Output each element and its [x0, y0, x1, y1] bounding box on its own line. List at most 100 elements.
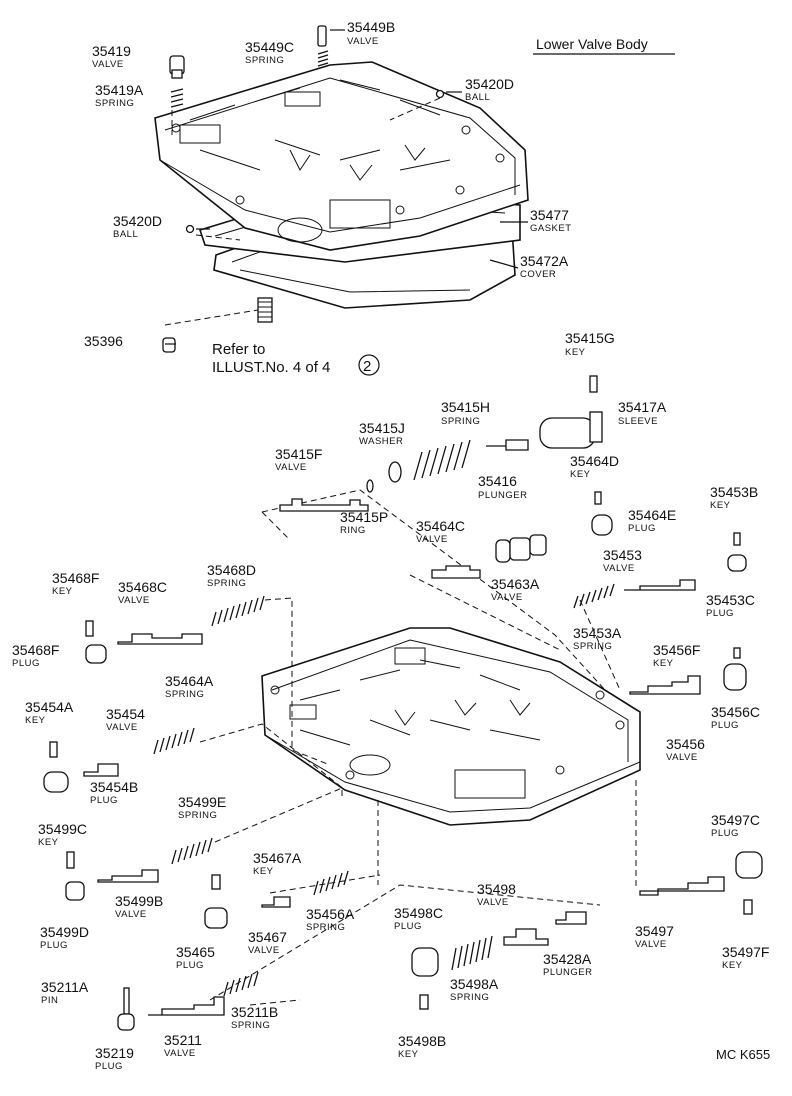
part-number: 35219	[95, 1045, 134, 1061]
part-number: 35498A	[450, 976, 499, 992]
part-name: KEY	[710, 500, 731, 511]
part-name: PLUG	[12, 658, 40, 669]
part-name: GASKET	[530, 223, 572, 234]
part-number: 35456A	[306, 906, 355, 922]
part-name: SPRING	[165, 689, 204, 700]
part-name: VALVE	[477, 897, 509, 908]
part-number: 35211A	[41, 979, 89, 995]
part-number: 35468F	[52, 570, 99, 586]
part-number: 35453C	[706, 592, 755, 608]
part-number: 35497C	[711, 812, 760, 828]
part-number: 35396	[84, 333, 123, 349]
part-name: PIN	[41, 995, 58, 1006]
upper-leaders	[164, 29, 528, 345]
part-number: 35454B	[90, 779, 138, 795]
part-number: 35419	[92, 43, 131, 59]
part-number: 35416	[478, 473, 517, 489]
part-name: SPRING	[306, 922, 345, 933]
part-name: SPRING	[207, 578, 246, 589]
part-number: 35464D	[570, 453, 619, 469]
part-number: 35453A	[573, 625, 622, 641]
drawing-code: MC K655	[716, 1047, 770, 1062]
part-number: 35419A	[95, 82, 144, 98]
part-name: VALVE	[92, 59, 124, 70]
diagram-title: Lower Valve Body	[536, 36, 648, 52]
part-name: VALVE	[118, 595, 150, 606]
part-number: 35420D	[465, 76, 514, 92]
part-name: VALVE	[666, 752, 698, 763]
part-name: VALVE	[164, 1048, 196, 1059]
part-name: VALVE	[491, 592, 523, 603]
part-name: COVER	[520, 269, 556, 280]
part-name: RING	[340, 525, 366, 536]
part-name: KEY	[25, 715, 46, 726]
assembly-dashed-lines	[199, 489, 637, 1006]
part-name: KEY	[570, 469, 591, 480]
part-number: 35456F	[653, 642, 700, 658]
part-number: 35454	[106, 706, 145, 722]
part-name: SPRING	[245, 55, 284, 66]
part-number: 35468C	[118, 579, 167, 595]
part-name: VALVE	[603, 563, 635, 574]
part-name: PLUNGER	[543, 967, 592, 978]
part-number: 35456C	[711, 704, 760, 720]
part-name: SPRING	[178, 810, 217, 821]
part-name: SPRING	[450, 992, 489, 1003]
lower-valve-body-drawing	[261, 627, 641, 826]
part-name: VALVE	[416, 534, 448, 545]
part-name: BALL	[113, 229, 138, 240]
part-number: 35467	[248, 929, 287, 945]
part-number: 35415J	[359, 420, 405, 436]
part-name: KEY	[52, 586, 73, 597]
part-number: 35498C	[394, 905, 443, 921]
part-name: PLUG	[628, 523, 656, 534]
part-name: SPRING	[95, 98, 134, 109]
part-number: 35415H	[441, 399, 490, 415]
part-number: 35472A	[520, 253, 569, 269]
part-number: 35468D	[207, 562, 256, 578]
part-number: 35465	[176, 944, 215, 960]
part-name: KEY	[565, 347, 586, 358]
part-number: 35417A	[618, 399, 667, 415]
upper-small-parts	[162, 25, 445, 353]
part-number: 35454A	[25, 699, 74, 715]
part-number: 35415G	[565, 330, 615, 346]
reference-circle	[358, 354, 380, 376]
part-name: PLUNGER	[478, 490, 527, 501]
part-number: 35477	[530, 207, 569, 223]
part-number: 35453B	[710, 484, 758, 500]
part-number: 35468F	[12, 642, 59, 658]
part-name: PLUG	[90, 795, 118, 806]
part-number: 35456	[666, 736, 705, 752]
part-name: KEY	[722, 960, 743, 971]
lower-small-parts	[43, 375, 763, 1031]
part-number: 35499E	[178, 794, 226, 810]
part-number: 35497F	[722, 944, 769, 960]
part-number: 35499B	[115, 893, 163, 909]
part-name: KEY	[398, 1049, 419, 1060]
part-name: SLEEVE	[618, 416, 658, 427]
part-number: 35211B	[231, 1004, 278, 1020]
part-number: 35498B	[398, 1033, 446, 1049]
part-number: 35464C	[416, 518, 465, 534]
part-name: VALVE	[635, 939, 667, 950]
part-number: 35415F	[275, 446, 322, 462]
part-number: 35211	[164, 1032, 202, 1048]
part-name: WASHER	[359, 436, 403, 447]
part-number: 35499D	[40, 924, 89, 940]
part-name: PLUG	[394, 921, 422, 932]
part-name: PLUG	[40, 940, 68, 951]
part-number: 35453	[603, 547, 642, 563]
part-name: VALVE	[106, 722, 138, 733]
part-name: KEY	[38, 837, 59, 848]
part-labels: 35419 VALVE 35419A SPRING 35449C SPRING …	[12, 19, 769, 1072]
part-name: KEY	[653, 658, 674, 669]
part-number: 35497	[635, 923, 674, 939]
part-name: PLUG	[711, 828, 739, 839]
part-name: SPRING	[573, 641, 612, 652]
part-number: 35499C	[38, 821, 87, 837]
part-name: PLUG	[706, 608, 734, 619]
part-name: KEY	[253, 866, 274, 877]
part-number: 35498	[477, 881, 516, 897]
